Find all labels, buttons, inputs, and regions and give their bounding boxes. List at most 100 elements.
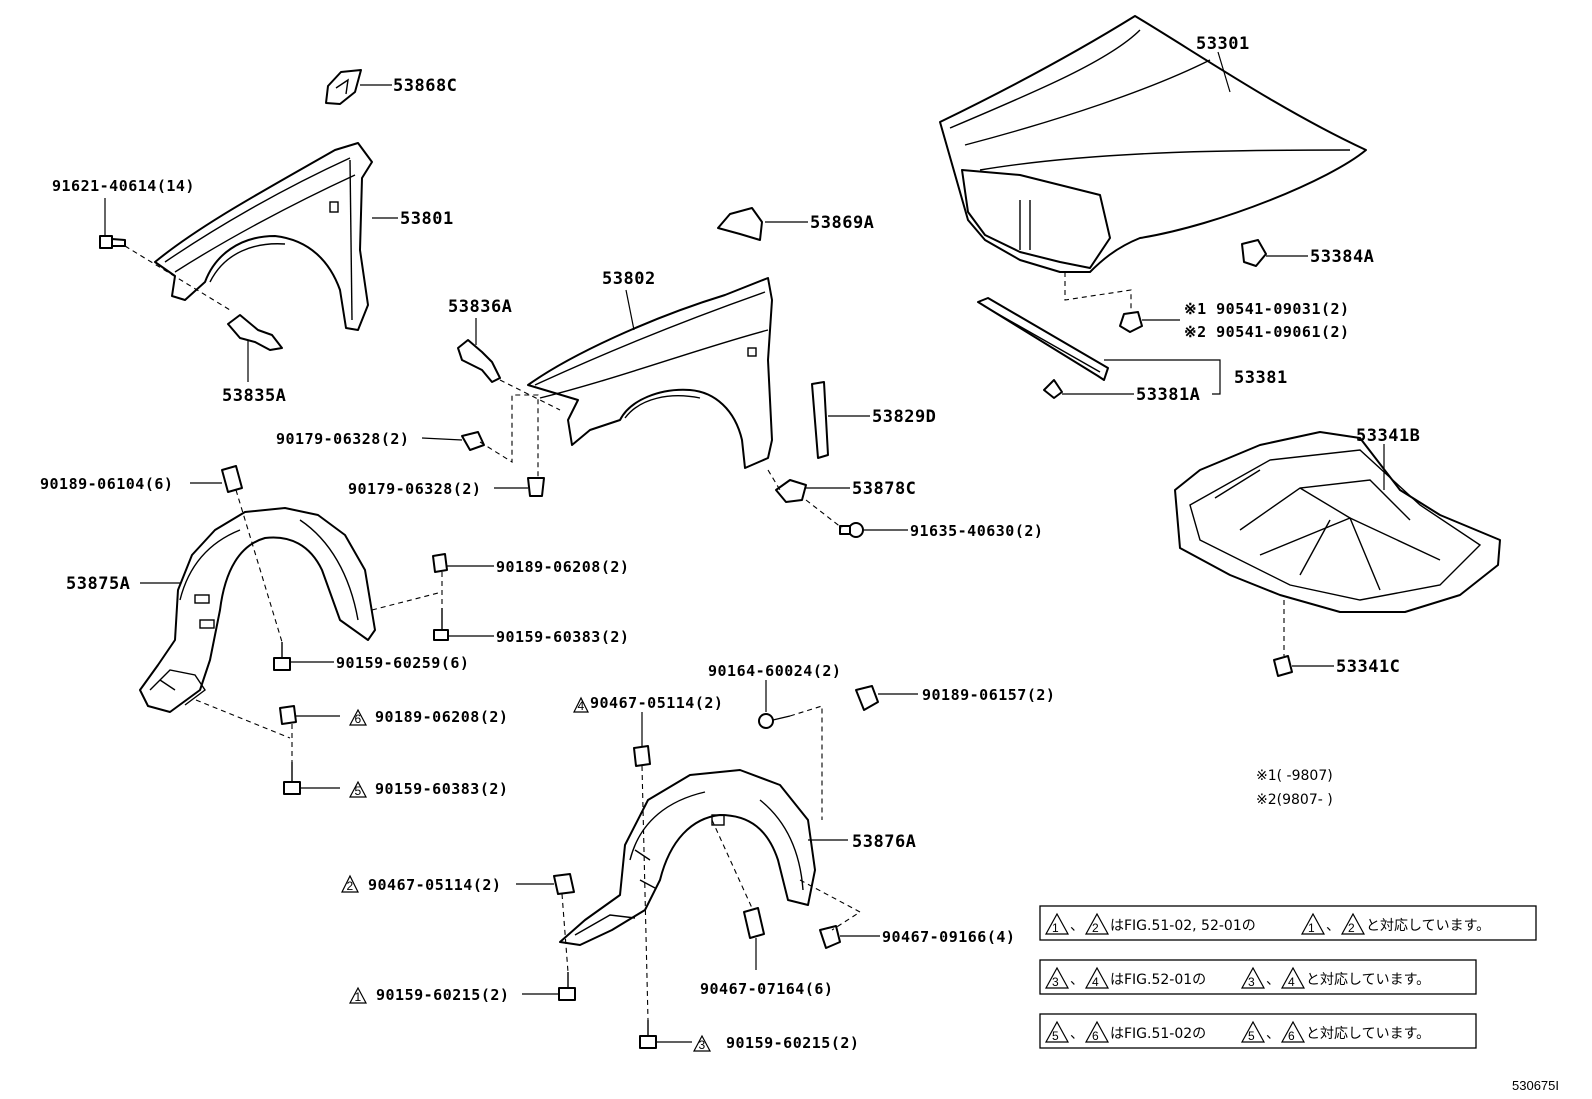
part-53829D-drawing	[811, 381, 829, 459]
svg-text:5: 5	[1248, 1029, 1255, 1043]
nut-90189-06208b-drawing	[279, 705, 297, 725]
clip-90189-06157-drawing	[855, 685, 879, 711]
label-53802: 53802	[602, 269, 656, 289]
legend-box-2: 3 、 4 はFIG.52-01の 3 、 4 と対応しています。	[1039, 959, 1477, 995]
svg-text:1: 1	[1308, 921, 1315, 935]
legend-3-suffix: と対応しています。	[1306, 1026, 1430, 1042]
label-90541-09031: ※1 90541-09031(2)	[1184, 300, 1350, 318]
legend-3-text: はFIG.51-02の	[1110, 1026, 1206, 1042]
clip-90467-09166-drawing	[819, 925, 841, 949]
part-labels: 53868C 91621-40614(14) 53801 53835A 5386…	[40, 34, 1420, 1052]
label-53381A: 53381A	[1136, 385, 1200, 405]
figure-id: 530675I	[1512, 1078, 1559, 1093]
svg-text:1: 1	[1052, 921, 1059, 935]
legend-2-text: はFIG.52-01の	[1110, 972, 1206, 988]
svg-text:6: 6	[355, 712, 362, 726]
label-90159-60383-b: 90159-60383(2)	[375, 780, 508, 798]
svg-text:3: 3	[1052, 975, 1059, 989]
svg-text:3: 3	[1248, 975, 1255, 989]
label-90164-60024: 90164-60024(2)	[708, 662, 841, 680]
part-53301-hood-drawing	[939, 15, 1367, 273]
label-53875A: 53875A	[66, 574, 130, 594]
label-53835A: 53835A	[222, 386, 286, 406]
label-90467-07164: 90467-07164(6)	[700, 980, 833, 998]
triangle-marker-6: 6	[349, 708, 367, 726]
label-53384A: 53384A	[1310, 247, 1374, 267]
label-53801: 53801	[400, 209, 454, 229]
label-53381: 53381	[1234, 368, 1288, 388]
screw-90159-60259-drawing	[273, 642, 291, 671]
label-90467-05114-a: 90467-05114(2)	[590, 694, 723, 712]
triangle-marker-3: 3	[693, 1034, 711, 1052]
label-53341B: 53341B	[1356, 426, 1420, 446]
label-90159-60215-a: 90159-60215(2)	[376, 986, 509, 1004]
nut-90467-05114a-drawing	[633, 745, 651, 767]
svg-text:2: 2	[1092, 921, 1099, 935]
part-53341B-insulator-drawing	[1174, 431, 1501, 613]
svg-text:4: 4	[578, 699, 585, 713]
label-53829D: 53829D	[872, 407, 936, 427]
label-90159-60259: 90159-60259(6)	[336, 654, 469, 672]
svg-text:2: 2	[1348, 921, 1355, 935]
svg-text:3: 3	[699, 1038, 706, 1052]
label-53869A: 53869A	[810, 213, 874, 233]
triangle-marker-2: 2	[341, 874, 359, 893]
label-90467-09166: 90467-09166(4)	[882, 928, 1015, 946]
svg-text:、: 、	[1266, 1026, 1280, 1042]
svg-text:5: 5	[355, 784, 362, 798]
part-53835A-drawing	[227, 314, 283, 351]
nut-90189-06208a-drawing	[432, 553, 448, 573]
label-53878C: 53878C	[852, 479, 916, 499]
label-90189-06157: 90189-06157(2)	[922, 686, 1055, 704]
clip-90179-b-drawing	[527, 477, 545, 497]
svg-text:6: 6	[1092, 1029, 1099, 1043]
svg-text:6: 6	[1288, 1029, 1295, 1043]
svg-text:4: 4	[1288, 975, 1295, 989]
svg-text:、: 、	[1070, 972, 1084, 988]
label-91621-40614: 91621-40614(14)	[52, 177, 195, 195]
screw-90159-60215b-drawing	[639, 1020, 657, 1049]
screw-90159-60383a-drawing	[433, 608, 449, 641]
clip-90179-a-drawing	[461, 431, 485, 451]
label-53876A: 53876A	[852, 832, 916, 852]
svg-text:1: 1	[355, 990, 362, 1004]
label-90189-06208-b: 90189-06208(2)	[375, 708, 508, 726]
triangle-markers: 4 6 5 2 1 3	[341, 696, 711, 1052]
bolt-91621-drawing	[99, 235, 126, 249]
part-53868C-drawing	[325, 69, 362, 105]
cushion-90541-drawing	[1119, 311, 1143, 333]
clip-53341C-drawing	[1273, 655, 1293, 677]
triangle-marker-5: 5	[349, 780, 367, 798]
legend-1-suffix: と対応しています。	[1366, 918, 1490, 934]
svg-text:、: 、	[1266, 972, 1280, 988]
part-53876A-liner-drawing	[559, 769, 816, 946]
label-90179-06328-a: 90179-06328(2)	[276, 430, 409, 448]
part-53869A-drawing	[717, 207, 763, 241]
leader-lines	[104, 51, 1385, 1043]
svg-text:2: 2	[347, 879, 354, 893]
note-2: ※2(9807- )	[1256, 792, 1333, 808]
version-notes: ※1( -9807) ※2(9807- )	[1256, 768, 1333, 808]
note-1: ※1( -9807)	[1256, 768, 1333, 784]
legend-1-text: はFIG.51-02, 52-01の	[1110, 918, 1256, 934]
screw-90164-drawing	[758, 713, 791, 729]
legend-2-suffix: と対応しています。	[1306, 972, 1430, 988]
screw-90159-60383b-drawing	[283, 762, 301, 795]
label-53301: 53301	[1196, 34, 1250, 54]
triangle-marker-4: 4	[573, 696, 589, 713]
svg-text:4: 4	[1092, 975, 1099, 989]
svg-text:、: 、	[1070, 918, 1084, 934]
label-91635-40630: 91635-40630(2)	[910, 522, 1043, 540]
label-90189-06104: 90189-06104(6)	[40, 475, 173, 493]
part-53836A-drawing	[457, 339, 501, 383]
part-53878C-drawing	[775, 479, 807, 503]
label-53341C: 53341C	[1336, 657, 1400, 677]
label-90467-05114-b: 90467-05114(2)	[368, 876, 501, 894]
clip-90467-07164-drawing	[743, 907, 765, 939]
label-90189-06208-a: 90189-06208(2)	[496, 558, 629, 576]
assembly-lines	[124, 245, 1285, 1021]
clip-90189-06104-drawing	[221, 465, 243, 493]
svg-text:、: 、	[1326, 918, 1340, 934]
label-90541-09061: ※2 90541-09061(2)	[1184, 323, 1350, 341]
